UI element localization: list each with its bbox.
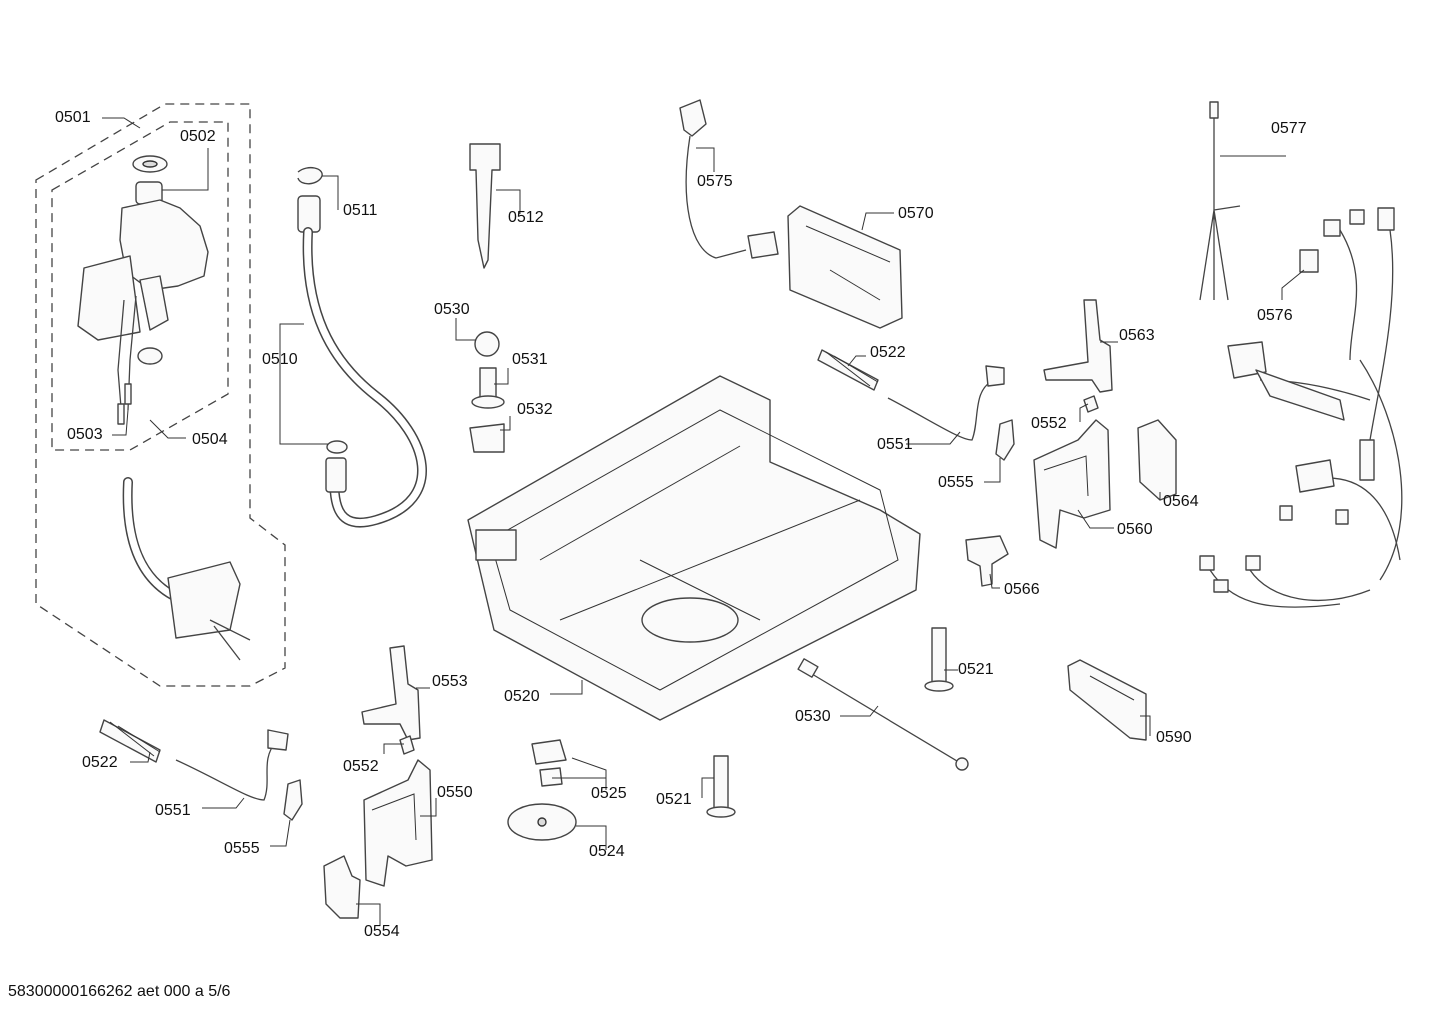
label-0555-upper: 0555 — [938, 474, 974, 491]
label-0522-lower: 0522 — [82, 754, 118, 771]
label-0590: 0590 — [1156, 729, 1192, 746]
label-0554: 0554 — [364, 923, 400, 940]
label-0555-lower: 0555 — [224, 840, 260, 857]
disc — [507, 803, 577, 841]
label-0531: 0531 — [512, 351, 548, 368]
spring-upper — [817, 349, 879, 391]
label-0503: 0503 — [67, 426, 103, 443]
inlet-valve-group-outline — [35, 103, 286, 687]
clip-upper — [995, 419, 1015, 461]
label-0577: 0577 — [1271, 120, 1307, 137]
adjustment-rod — [797, 658, 969, 771]
control-module — [787, 205, 903, 329]
label-0530-lower: 0530 — [795, 708, 831, 725]
power-cord — [679, 99, 779, 259]
label-0530-upper: 0530 — [434, 301, 470, 318]
connector-block — [1137, 419, 1177, 501]
wire-harness — [1199, 101, 1403, 608]
label-0524: 0524 — [589, 843, 625, 860]
label-0570: 0570 — [898, 205, 934, 222]
drain-hose — [297, 166, 427, 528]
label-0511: 0511 — [343, 202, 378, 219]
drawing-code: 58300000166262 aet 000 a 5/6 — [8, 983, 231, 1000]
label-0552-upper: 0552 — [1031, 415, 1067, 432]
label-0560: 0560 — [1117, 521, 1153, 538]
label-0532: 0532 — [517, 401, 553, 418]
label-0551-lower: 0551 — [155, 802, 191, 819]
label-0566: 0566 — [1004, 581, 1040, 598]
clip-lower — [283, 779, 303, 821]
inlet-hose — [122, 477, 251, 661]
hinge-upper — [1043, 299, 1113, 393]
label-0521-lower: 0521 — [656, 791, 692, 808]
bracket-clip — [323, 855, 361, 919]
label-0512: 0512 — [508, 209, 544, 226]
inlet-valve-assembly — [77, 155, 209, 425]
label-0553: 0553 — [432, 673, 468, 690]
label-0563: 0563 — [1119, 327, 1155, 344]
label-0564: 0564 — [1163, 493, 1199, 510]
small-clip-upper — [1083, 395, 1099, 413]
float-pin — [469, 143, 501, 269]
screw-set — [469, 331, 505, 453]
bracket-right — [1033, 419, 1111, 549]
label-0575: 0575 — [697, 173, 733, 190]
foot-screw-bottom — [706, 755, 736, 818]
hinge-lower — [361, 645, 421, 755]
sensor — [965, 535, 1009, 587]
label-0501: 0501 — [55, 109, 91, 126]
bracket-lower — [363, 759, 433, 887]
label-0550: 0550 — [437, 784, 473, 801]
foot-screw-right — [924, 627, 954, 692]
toe-rail — [1067, 659, 1147, 741]
label-0502: 0502 — [180, 128, 216, 145]
label-0522-upper: 0522 — [870, 344, 906, 361]
label-0576: 0576 — [1257, 307, 1293, 324]
cable-lower — [175, 729, 289, 801]
switch-part — [531, 739, 567, 787]
label-0504: 0504 — [192, 431, 228, 448]
leader-lines — [102, 117, 1305, 926]
spring-lower — [99, 719, 161, 763]
label-0520: 0520 — [504, 688, 540, 705]
label-0525: 0525 — [591, 785, 627, 802]
label-0510: 0510 — [262, 351, 298, 368]
label-0521-right: 0521 — [958, 661, 994, 678]
label-0552-lower: 0552 — [343, 758, 379, 775]
cable-upper — [887, 365, 1005, 441]
label-0551-upper: 0551 — [877, 436, 913, 453]
base-tub — [467, 375, 921, 721]
